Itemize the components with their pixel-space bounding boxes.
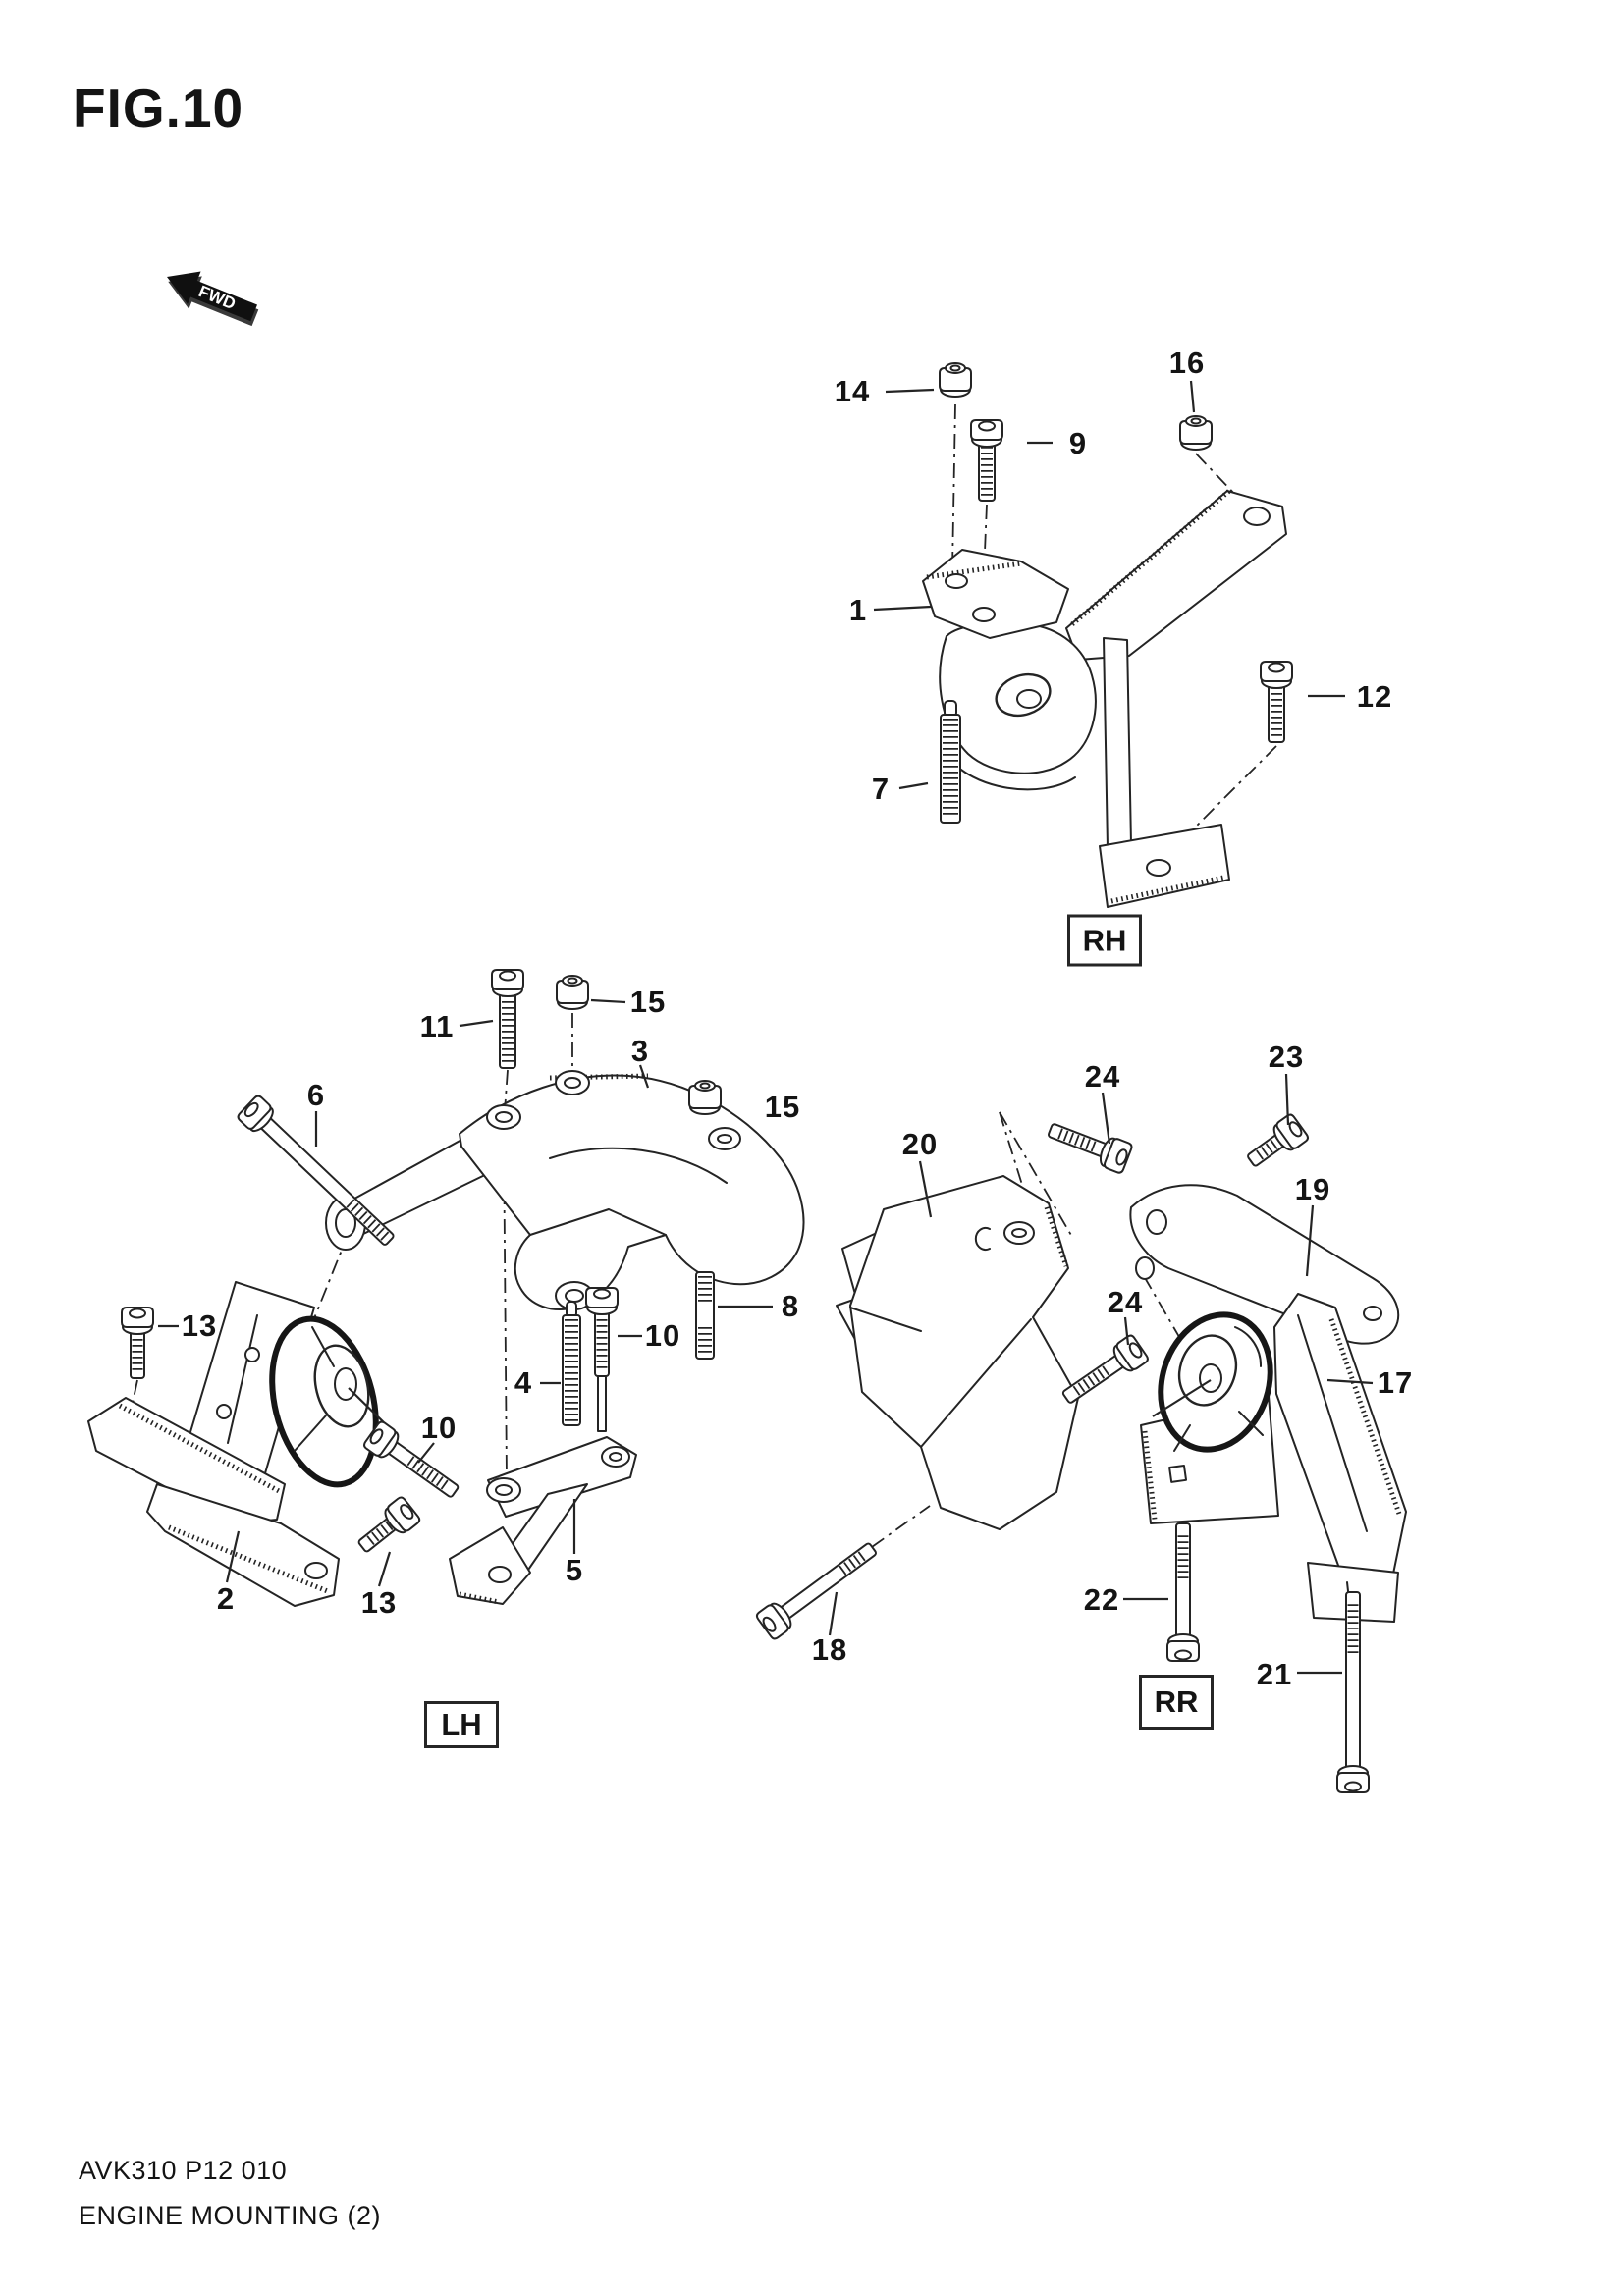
bolt-icon: [1336, 1591, 1370, 1793]
callout-19: 19: [1294, 1172, 1331, 1206]
bolt-icon: [491, 969, 524, 1069]
callout-24-b: 24: [1107, 1285, 1144, 1319]
callout-14: 14: [834, 374, 871, 408]
bolt-icon: [361, 1418, 460, 1498]
callout-13-b: 13: [360, 1585, 398, 1620]
view-label-rr: RR: [1139, 1675, 1214, 1730]
rr-bracket-part: [836, 1175, 1079, 1530]
callout-13-a: 13: [181, 1308, 218, 1343]
stud-icon: [562, 1301, 581, 1426]
rr-mount-part: [1140, 1293, 1407, 1623]
bolt-icon: [585, 1287, 619, 1432]
callout-8: 8: [781, 1289, 800, 1323]
nut-icon: [556, 975, 589, 1010]
callout-6: 6: [306, 1078, 326, 1112]
bolt-icon: [1247, 1111, 1311, 1167]
lh-mount-part: [87, 1281, 394, 1607]
callout-5: 5: [565, 1553, 584, 1587]
callout-17: 17: [1377, 1365, 1414, 1400]
callout-4: 4: [514, 1365, 533, 1400]
figure-title: FIG.10: [73, 78, 244, 138]
bolt-icon: [1260, 661, 1293, 743]
footer-model-code: AVK310 P12 010: [79, 2156, 288, 2185]
callout-15-a: 15: [629, 985, 667, 1019]
stud-icon: [695, 1271, 715, 1360]
leader-lines: [158, 380, 1374, 1675]
bolt-icon: [754, 1542, 877, 1642]
callout-23: 23: [1268, 1040, 1305, 1074]
bolt-icon: [357, 1494, 422, 1553]
bolt-icon: [235, 1093, 395, 1246]
callout-10-b: 10: [420, 1411, 458, 1445]
rh-mount-part: [922, 489, 1287, 908]
callout-11: 11: [419, 1009, 455, 1043]
fwd-arrow-icon: FWD: [167, 271, 259, 327]
callout-9: 9: [1068, 426, 1088, 460]
bolt-icon: [1061, 1332, 1151, 1404]
rr-plate-part: [1129, 1184, 1400, 1345]
nut-icon: [1179, 415, 1213, 451]
nut-icon: [939, 362, 972, 398]
callout-22: 22: [1083, 1582, 1120, 1617]
callout-18: 18: [811, 1632, 848, 1667]
callout-12: 12: [1356, 679, 1393, 714]
callout-20: 20: [901, 1127, 939, 1161]
callout-7: 7: [871, 772, 891, 806]
callout-3: 3: [630, 1034, 650, 1068]
nut-icon: [688, 1080, 722, 1115]
footer-caption: ENGINE MOUNTING (2): [79, 2201, 382, 2230]
stud-icon: [940, 700, 961, 824]
callout-16: 16: [1168, 346, 1206, 380]
lh-stiffener-part: [449, 1436, 637, 1605]
callout-15-b: 15: [764, 1090, 801, 1124]
bolt-icon: [1166, 1522, 1200, 1662]
callout-2: 2: [216, 1581, 236, 1616]
lh-bracket-part: [325, 1070, 805, 1310]
view-label-lh: LH: [424, 1701, 499, 1748]
view-label-rh: RH: [1067, 914, 1142, 967]
callout-24-a: 24: [1084, 1059, 1121, 1094]
bolt-icon: [1048, 1123, 1134, 1175]
callout-21: 21: [1256, 1657, 1293, 1691]
bolt-icon: [970, 419, 1003, 502]
bolt-icon: [121, 1307, 154, 1379]
callout-10-a: 10: [644, 1318, 681, 1353]
callout-1: 1: [848, 593, 868, 627]
